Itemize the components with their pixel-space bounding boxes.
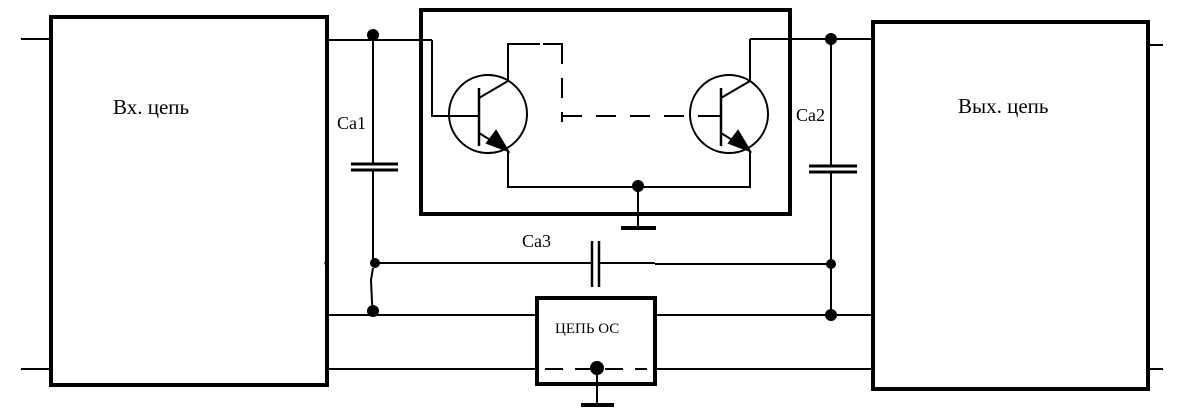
output-circuit-block [871, 20, 1150, 391]
junction-dot [590, 361, 604, 375]
input-block-mark [324, 252, 329, 269]
ca1-label: Ca1 [337, 113, 366, 133]
input-circuit-block [49, 15, 329, 387]
ca3-label: Ca3 [522, 231, 551, 251]
transistor-vt1-body [448, 74, 528, 154]
output-circuit-label: Вых. цепь [958, 94, 1049, 118]
ca2-label: Ca2 [796, 105, 825, 125]
transistor-vt1-arrow [485, 129, 511, 153]
transistor-vt1-collector [478, 80, 509, 99]
transistor-vt2-arrow [727, 129, 753, 153]
feedback-circuit-label: ЦЕПЬ ОС [555, 321, 619, 337]
transistor-vt1-collector-lead [507, 43, 540, 81]
transistor-vt1 [431, 40, 751, 188]
junction-dot [370, 258, 380, 268]
junction-dot [826, 259, 836, 269]
junction-dot [632, 180, 644, 192]
junction-dot [367, 305, 379, 317]
junction-dot [825, 309, 837, 321]
transistor-vt2-collector [720, 80, 751, 99]
transistor-vt2-body [689, 74, 769, 154]
transistor-vt1-base-lead [431, 40, 479, 117]
transistor-vt1-emitter-lead [507, 151, 751, 188]
transistor-vt2 [689, 39, 769, 154]
input-circuit-label: Вх. цепь [113, 95, 189, 119]
junction-dot [367, 29, 379, 41]
amplifier-block [419, 8, 792, 216]
junction-dot [825, 33, 837, 45]
